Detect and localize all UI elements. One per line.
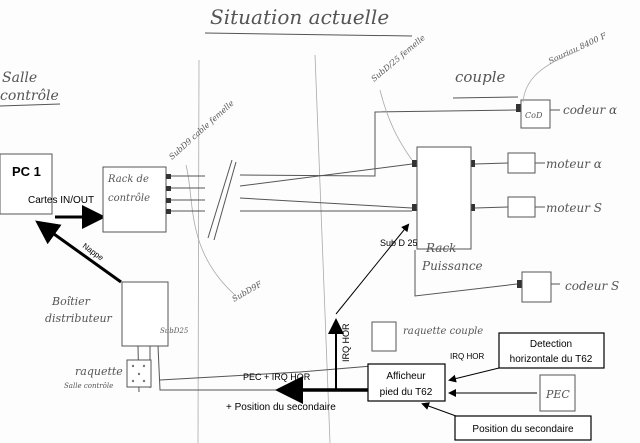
position-arrow [421, 402, 457, 417]
pec-box [539, 374, 576, 412]
salle-label: Salle [2, 70, 37, 86]
irq-hor-label: IRQ HOR [450, 352, 484, 361]
raquette-salle-label: Salle contrôle [64, 382, 113, 390]
moteur-alpha-label: moteur α [546, 157, 602, 171]
rack-puissance-label: Rack [425, 241, 456, 255]
moteur-s-box [507, 196, 536, 218]
afficheur-label: pied du T62 [380, 387, 433, 398]
subd25-arrow [335, 223, 410, 315]
codeur-s-box [521, 271, 552, 303]
underline [0, 103, 61, 107]
position-label: Position du secondaire [472, 424, 574, 435]
afficheur-label: Afficheur [386, 371, 426, 382]
codeur-alpha-label: codeur α [563, 103, 617, 117]
leader-line [185, 164, 236, 296]
subd9f-label: SubD9F [231, 279, 264, 303]
rack-controle-label: contrôle [108, 193, 150, 204]
raquette-salle-label: raquette [75, 365, 123, 378]
salle-label: contrôle [0, 88, 59, 104]
rack-puissance-label: Puissance [421, 259, 483, 273]
afficheur-box [367, 363, 446, 402]
moteur-s-label: moteur S [546, 201, 602, 215]
pc1-box [0, 153, 53, 215]
codeur-alpha-box-label: CoD [525, 111, 543, 120]
detection-label: Detection [530, 339, 572, 350]
raquette-couple-label: raquette couple [403, 326, 483, 337]
cartes-label: Cartes IN/OUT [28, 195, 94, 206]
detection-box [498, 332, 605, 369]
rack-puissance-box [416, 146, 472, 250]
wall-line [197, 59, 200, 443]
leader-line [379, 89, 413, 161]
subd25-typed-label: Sub D 25 [380, 238, 418, 248]
cables [171, 109, 560, 297]
irq-hor-vertical-label: IRQ HOR [341, 323, 351, 362]
nappe-label: Nappe [81, 241, 106, 262]
subd25-label: SubD25 [160, 327, 189, 335]
pec-irq-label: PEC + IRQ HOR [243, 372, 311, 382]
rack-controle-label: Rack de [107, 174, 149, 185]
codeur-alpha-box [520, 99, 551, 129]
title: Situation actuelle [210, 5, 389, 29]
subd25-femelle-label: SubD/25 femelle [370, 33, 428, 83]
boitier-label: Boîtier [51, 295, 91, 308]
position-plus-label: + Position du secondaire [226, 402, 336, 413]
detection-label: horizontale du T62 [510, 354, 593, 365]
couple-label: couple [455, 68, 505, 86]
wall-line [314, 54, 331, 443]
nappe-arrow [35, 220, 122, 284]
position-box [454, 415, 592, 441]
underline [452, 96, 519, 99]
codeur-s-label: codeur S [565, 279, 619, 293]
leader-line [522, 49, 581, 103]
raquette-couple-box [371, 321, 397, 352]
detection-arrow [448, 367, 500, 383]
moteur-alpha-box [507, 152, 536, 174]
pec-label: PEC [545, 388, 570, 401]
title-underline [204, 32, 413, 37]
pc1-label: PC 1 [12, 164, 41, 179]
rack-controle-box [102, 166, 167, 233]
connectors [166, 104, 522, 288]
boitier-label: distributeur [45, 312, 113, 325]
boitier-box [121, 281, 169, 347]
subd9-cable-label: SubD9 cable femelle [167, 98, 236, 161]
